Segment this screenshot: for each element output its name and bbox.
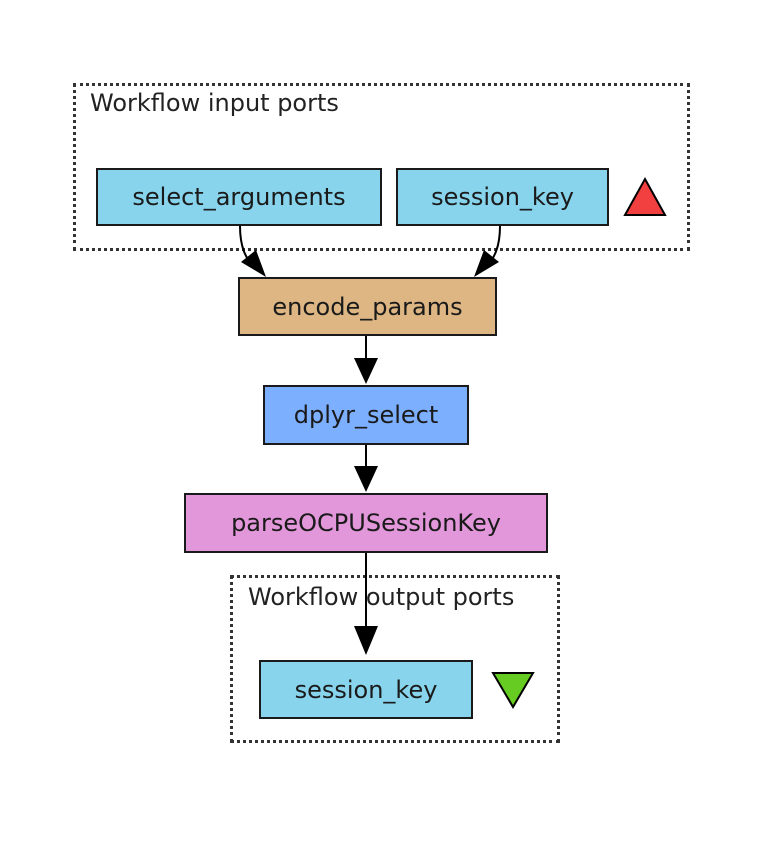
- node-session-key-output-label: session_key: [294, 675, 438, 704]
- node-session-key-input[interactable]: session_key: [396, 168, 609, 226]
- output-ports-cluster: [230, 575, 560, 743]
- node-select-arguments[interactable]: select_arguments: [96, 168, 382, 226]
- input-ports-cluster: [73, 83, 690, 251]
- node-parse-ocpu-session-key[interactable]: parseOCPUSessionKey: [184, 493, 548, 553]
- arrowhead-dplyr-select: [354, 466, 378, 492]
- node-select-arguments-label: select_arguments: [132, 183, 346, 211]
- arrowhead-select-arguments: [241, 250, 266, 277]
- red-up-triangle-icon: [623, 176, 667, 216]
- node-dplyr-select-label: dplyr_select: [293, 401, 439, 429]
- green-down-triangle-icon: [491, 672, 535, 709]
- arrowhead-parse: [354, 626, 378, 655]
- node-session-key-input-label: session_key: [431, 183, 574, 211]
- arrowhead-encode-params: [354, 358, 378, 384]
- node-encode-params[interactable]: encode_params: [238, 277, 497, 336]
- output-ports-cluster-label: Workflow output ports: [248, 583, 515, 611]
- node-dplyr-select[interactable]: dplyr_select: [263, 385, 469, 445]
- node-encode-params-label: encode_params: [272, 292, 463, 321]
- arrowhead-session-key: [474, 250, 499, 277]
- node-parse-ocpu-session-key-label: parseOCPUSessionKey: [231, 509, 501, 537]
- input-ports-cluster-label: Workflow input ports: [90, 89, 339, 117]
- node-session-key-output[interactable]: session_key: [259, 660, 473, 719]
